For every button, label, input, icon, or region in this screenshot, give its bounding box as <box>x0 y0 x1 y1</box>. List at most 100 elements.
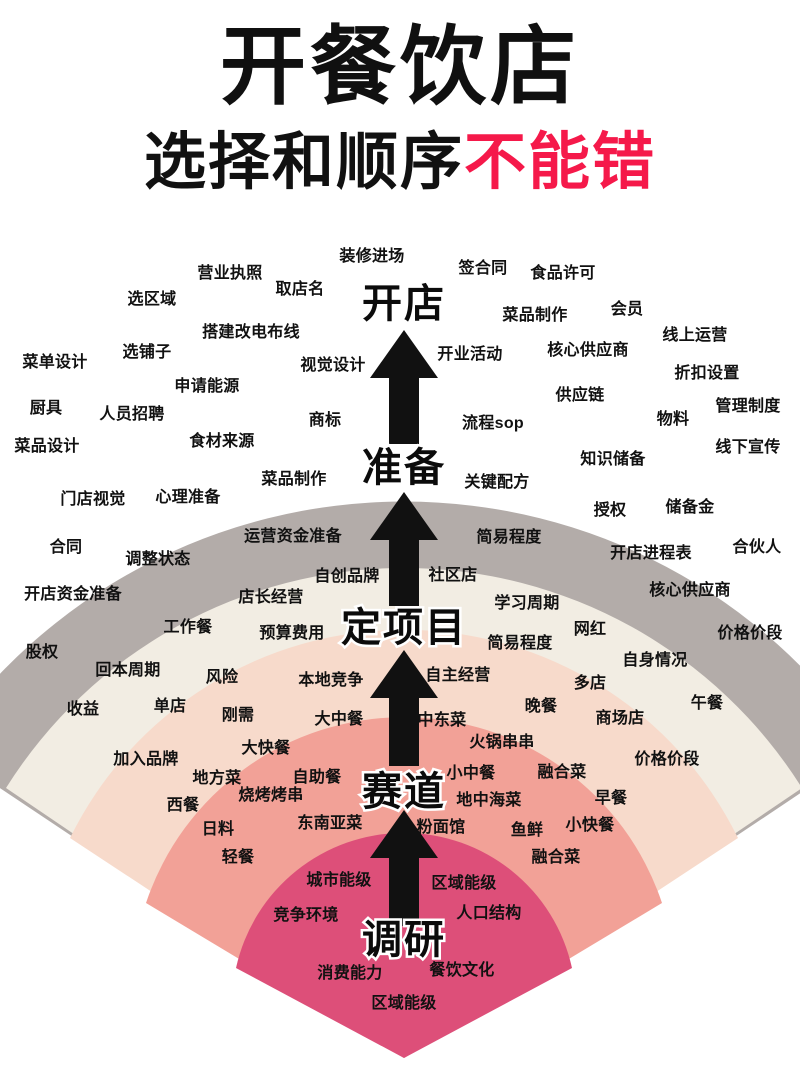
ring-title-定项目: 定项目 <box>339 604 468 653</box>
keyword-label: 小快餐 <box>565 817 615 834</box>
keyword-label: 预算费用 <box>259 625 325 642</box>
keyword-label: 店长经营 <box>238 589 304 606</box>
keyword-label: 菜品设计 <box>14 438 80 455</box>
keyword-label: 心理准备 <box>155 489 221 506</box>
arrow-prepare-to-open <box>370 330 438 444</box>
keyword-label: 开店进程表 <box>610 545 692 562</box>
keyword-label: 菜品制作 <box>261 471 327 488</box>
keyword-label: 核心供应商 <box>649 582 731 599</box>
keyword-label: 网红 <box>573 621 607 638</box>
keyword-label: 取店名 <box>275 281 325 298</box>
keyword-label: 东南亚菜 <box>297 815 363 832</box>
keyword-label: 合同 <box>49 539 83 556</box>
keyword-label: 关键配方 <box>464 474 530 491</box>
keyword-label: 烧烤烤串 <box>238 787 304 804</box>
keyword-label: 调整状态 <box>125 551 191 568</box>
keyword-label: 价格价段 <box>717 625 783 642</box>
title-block: 开餐饮店 选择和顺序不能错 <box>0 0 800 194</box>
keyword-label: 食材来源 <box>189 433 255 450</box>
keyword-label: 开业活动 <box>437 346 503 363</box>
keyword-label: 火锅串串 <box>469 734 535 751</box>
keyword-label: 选铺子 <box>122 344 172 361</box>
keyword-label: 区域能级 <box>371 995 437 1012</box>
ring-title-赛道: 赛道 <box>360 768 447 817</box>
keyword-label: 人员招聘 <box>99 406 165 423</box>
keyword-label: 开店资金准备 <box>24 586 122 603</box>
keyword-label: 装修进场 <box>339 248 405 265</box>
keyword-label: 消费能力 <box>317 965 383 982</box>
keyword-label: 商标 <box>308 412 342 429</box>
keyword-label: 城市能级 <box>306 872 372 889</box>
keyword-label: 核心供应商 <box>547 342 629 359</box>
keyword-label: 食品许可 <box>530 265 596 282</box>
ring-title-准备: 准备 <box>360 444 447 493</box>
keyword-label: 商场店 <box>595 710 645 727</box>
keyword-label: 轻餐 <box>221 849 255 866</box>
keyword-label: 收益 <box>66 701 100 718</box>
keyword-label: 营业执照 <box>197 265 263 282</box>
keyword-label: 菜品制作 <box>502 307 568 324</box>
keyword-label: 竞争环境 <box>273 907 339 924</box>
keyword-label: 餐饮文化 <box>429 962 495 979</box>
keyword-label: 自助餐 <box>292 769 342 786</box>
keyword-label: 价格价段 <box>634 751 700 768</box>
keyword-label: 本地竞争 <box>298 672 364 689</box>
keyword-label: 多店 <box>573 675 607 692</box>
keyword-label: 储备金 <box>665 499 715 516</box>
arrow-project-to-prepare <box>370 492 438 606</box>
keyword-label: 供应链 <box>555 387 605 404</box>
keyword-label: 西餐 <box>166 797 200 814</box>
keyword-label: 门店视觉 <box>60 491 126 508</box>
keyword-label: 大中餐 <box>314 711 364 728</box>
keyword-label: 地中海菜 <box>456 792 522 809</box>
keyword-label: 日料 <box>201 821 235 838</box>
keyword-label: 线下宣传 <box>715 439 781 456</box>
keyword-label: 工作餐 <box>163 619 213 636</box>
keyword-label: 折扣设置 <box>674 365 740 382</box>
keyword-label: 早餐 <box>594 790 628 807</box>
keyword-label: 股权 <box>25 644 59 661</box>
keyword-label: 风险 <box>205 669 239 686</box>
keyword-label: 自主经营 <box>425 667 491 684</box>
ring-title-调研: 调研 <box>360 916 447 965</box>
keyword-label: 人口结构 <box>456 905 522 922</box>
keyword-label: 融合菜 <box>537 764 587 781</box>
page-title: 开餐饮店 <box>220 19 580 115</box>
keyword-label: 申请能源 <box>174 378 240 395</box>
keyword-label: 知识储备 <box>580 451 646 468</box>
keyword-label: 融合菜 <box>531 849 581 866</box>
keyword-label: 菜单设计 <box>22 354 88 371</box>
keyword-label: 回本周期 <box>95 662 161 679</box>
keyword-label: 简易程度 <box>476 529 542 546</box>
keyword-label: 晚餐 <box>524 698 558 715</box>
keyword-label: 午餐 <box>690 695 724 712</box>
keyword-label: 厨具 <box>29 400 63 417</box>
flow-arrows <box>370 330 438 926</box>
subtitle-black-part: 选择和顺序 <box>143 128 464 197</box>
keyword-label: 流程sop <box>462 415 524 432</box>
keyword-label: 会员 <box>610 301 644 318</box>
keyword-label: 自创品牌 <box>314 568 380 585</box>
keyword-label: 搭建改电布线 <box>202 324 300 341</box>
keyword-label: 合伙人 <box>732 539 782 556</box>
subtitle-red-part: 不能错 <box>464 128 657 197</box>
keyword-label: 刚需 <box>221 707 255 724</box>
keyword-label: 简易程度 <box>487 635 553 652</box>
keyword-label: 管理制度 <box>715 398 781 415</box>
keyword-label: 区域能级 <box>431 875 497 892</box>
keyword-label: 小中餐 <box>446 765 496 782</box>
keyword-label: 社区店 <box>428 567 478 584</box>
keyword-label: 选区域 <box>127 291 177 308</box>
keyword-label: 物料 <box>656 411 690 428</box>
keyword-label: 鱼鲜 <box>510 822 544 839</box>
keyword-label: 粉面馆 <box>416 819 466 836</box>
keyword-label: 自身情况 <box>622 652 688 669</box>
arrow-research-to-track <box>370 810 438 926</box>
keyword-label: 单店 <box>153 698 187 715</box>
ring-title-开店: 开店 <box>360 280 447 329</box>
band-research <box>236 832 572 1058</box>
keyword-label: 视觉设计 <box>300 357 366 374</box>
keyword-label: 大快餐 <box>241 740 291 757</box>
arrow-track-to-project <box>370 650 438 766</box>
